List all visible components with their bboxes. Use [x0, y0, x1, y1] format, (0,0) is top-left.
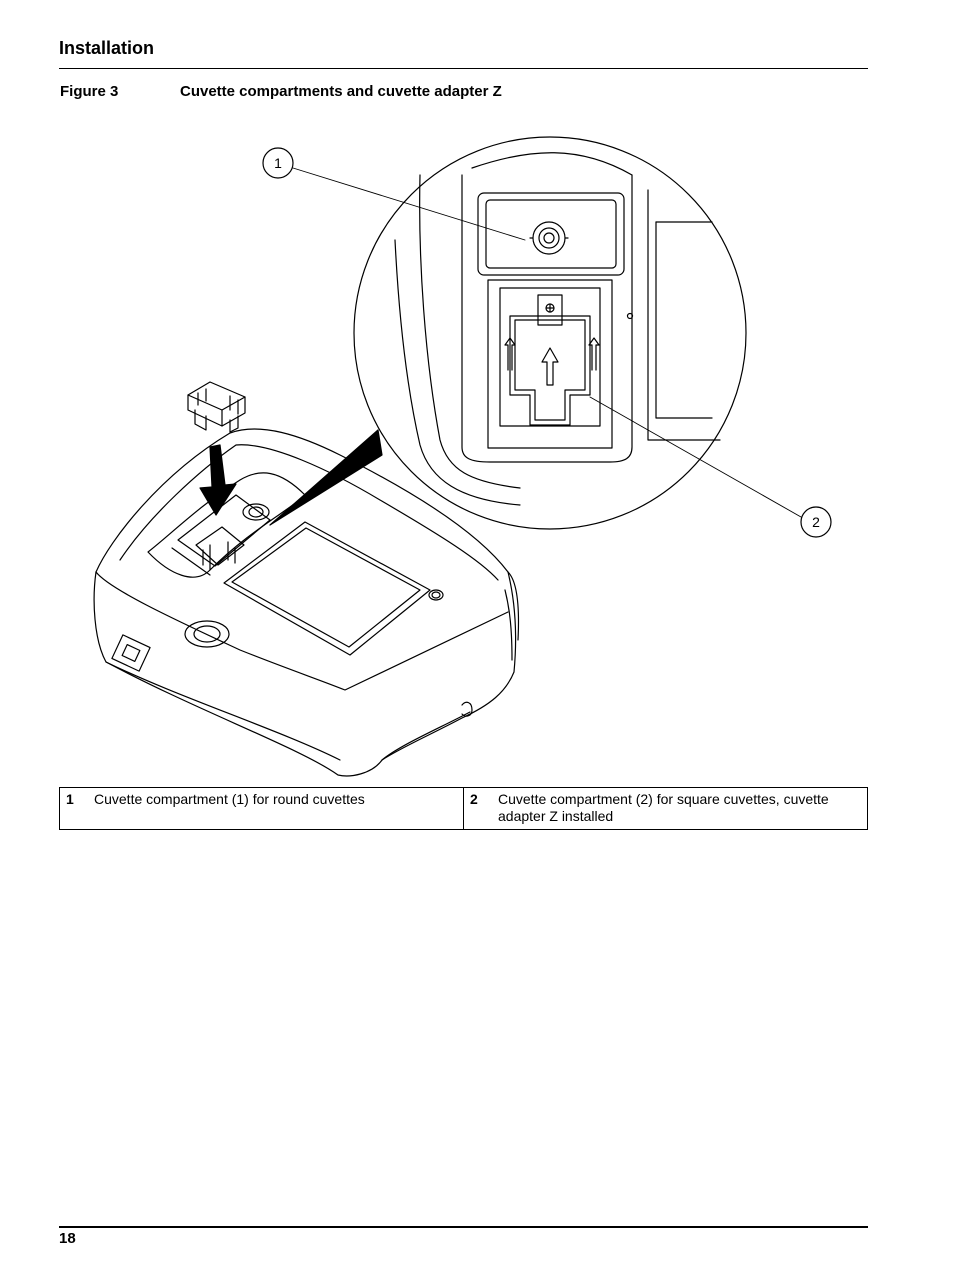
legend-text: Cuvette compartment (2) for square cuvet… [498, 791, 829, 824]
section-title: Installation [59, 38, 155, 58]
callout-2-label: 2 [812, 514, 820, 530]
figure-title: Cuvette compartments and cuvette adapter… [180, 83, 502, 100]
page-number: 18 [59, 1230, 76, 1247]
insert-arrow-icon [199, 444, 237, 516]
adapter-z-outline [514, 319, 586, 421]
figure-number: Figure 3 [60, 83, 119, 100]
callout-1-leader [292, 167, 526, 241]
legend-text: Cuvette compartment (1) for round cuvett… [94, 791, 365, 807]
magnified-detail [353, 136, 747, 530]
callout-2-leader [589, 396, 802, 518]
up-arrow-icon [541, 347, 559, 386]
legend-number: 1 [66, 791, 74, 807]
callout-1: 1 [262, 147, 294, 179]
callout-1-label: 1 [274, 155, 282, 171]
round-cuvette-holder-icon [532, 221, 566, 255]
callout-2: 2 [800, 506, 832, 538]
spectrophotometer-drawing [93, 428, 520, 777]
header-rule [59, 68, 868, 69]
legend-cell: 2 Cuvette compartment (2) for square cuve… [463, 787, 868, 830]
legend-table: 1 Cuvette compartment (1) for round cuvet… [59, 787, 868, 830]
cuvette-adapter-z-drawing [187, 381, 246, 433]
footer-rule [59, 1226, 868, 1228]
legend-number: 2 [470, 791, 478, 807]
figure-illustration: 1 2 [93, 136, 832, 777]
legend-cell: 1 Cuvette compartment (1) for round cuvet… [59, 787, 464, 830]
zoom-wedge [269, 429, 383, 526]
legend-row: 1 Cuvette compartment (1) for round cuvet… [59, 787, 868, 830]
